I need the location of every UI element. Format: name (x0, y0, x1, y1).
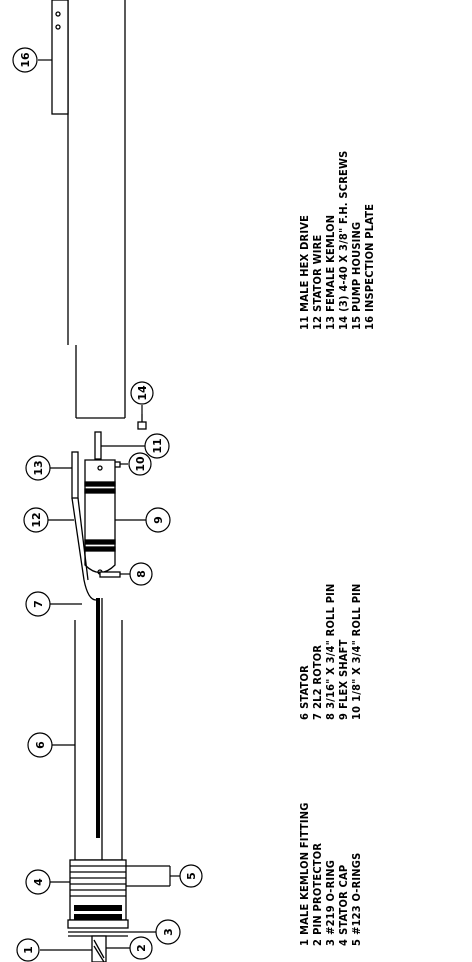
legend-item-3: 3#219 O-RING (324, 860, 337, 946)
svg-text:1: 1 (22, 946, 35, 954)
callout-11: 11 (101, 433, 170, 459)
svg-text:16: 16 (19, 52, 32, 68)
legend-item-16: 16INSPECTION PLATE (363, 204, 376, 330)
legend-column-3: 11MALE HEX DRIVE 12STATOR WIRE 13FEMALE … (298, 151, 376, 330)
svg-text:13: 13 (32, 460, 45, 475)
stator-cap (67, 859, 129, 937)
svg-text:4: 4 (32, 878, 45, 886)
callout-14: 14 (130, 381, 154, 414)
svg-text:2: 2 (135, 944, 148, 952)
legend-column-2: 6STATOR 72L2 ROTOR 83/16" X 3/4" ROLL PI… (298, 583, 363, 720)
legend-item-10: 101/8" X 3/4" ROLL PIN (350, 583, 363, 720)
legend-item-5: 5#123 O-RINGS (350, 853, 363, 946)
legend-label: MALE KEMLON FITTING (298, 802, 311, 934)
callout-16: 16 (12, 47, 52, 73)
callout-1: 1 (16, 938, 92, 962)
male-hex-drive (94, 431, 102, 460)
svg-text:10: 10 (134, 456, 147, 472)
female-kemlon (71, 451, 79, 499)
svg-text:6: 6 (34, 741, 47, 749)
legend-item-6: 6STATOR (298, 665, 311, 720)
callouts: 16 14 13 11 10 12 (12, 47, 203, 962)
callout-13: 13 (25, 455, 72, 481)
callout-12: 12 (23, 507, 74, 533)
stator (74, 598, 123, 861)
callout-10: 10 (120, 452, 152, 476)
svg-text:7: 7 (32, 600, 45, 608)
legend-item-9: 9FLEX SHAFT (337, 639, 350, 720)
callout-9: 9 (115, 507, 171, 533)
svg-text:14: 14 (136, 385, 149, 401)
svg-text:3: 3 (162, 928, 175, 936)
legend-item-8: 83/16" X 3/4" ROLL PIN (324, 583, 337, 720)
svg-text:12: 12 (30, 512, 43, 527)
roll-pin-8 (99, 571, 121, 578)
legend-item-7: 72L2 ROTOR (311, 645, 324, 720)
callout-8: 8 (120, 562, 153, 586)
legend-item-4: 4STATOR CAP (337, 865, 350, 946)
callout-5: 5 (126, 864, 203, 888)
svg-text:11: 11 (151, 438, 164, 453)
assembly-drawing (51, 0, 147, 962)
callout-6: 6 (27, 732, 75, 758)
legend-num: 1 (298, 939, 311, 946)
callout-2: 2 (106, 936, 153, 960)
legend-item-13: 13FEMALE KEMLON (324, 215, 337, 330)
callout-7: 7 (25, 591, 82, 617)
legend-item-12: 12STATOR WIRE (311, 235, 324, 330)
svg-text:9: 9 (152, 516, 165, 524)
svg-text:5: 5 (185, 872, 198, 880)
legend-item-2: 2PIN PROTECTOR (311, 843, 324, 946)
parts-legend: 1 MALE KEMLON FITTING 2PIN PROTECTOR 3#21… (298, 151, 376, 946)
callout-3: 3 (128, 919, 181, 945)
legend-item-15: 15PUMP HOUSING (350, 222, 363, 330)
legend-item-1: 1 MALE KEMLON FITTING (298, 802, 311, 946)
pump-housing (67, 0, 126, 419)
svg-text:8: 8 (135, 570, 148, 578)
male-kemlon-fitting (91, 935, 107, 962)
legend-column-1: 1 MALE KEMLON FITTING 2PIN PROTECTOR 3#21… (298, 802, 363, 946)
legend-item-11: 11MALE HEX DRIVE (298, 215, 311, 330)
inspection-plate (51, 0, 69, 115)
fh-screws (137, 414, 147, 430)
callout-4: 4 (25, 869, 70, 895)
flex-shaft (84, 459, 116, 575)
stator-wire (71, 497, 97, 601)
legend-item-14: 14(3) 4-40 X 3/8" F.H. SCREWS (337, 151, 350, 330)
